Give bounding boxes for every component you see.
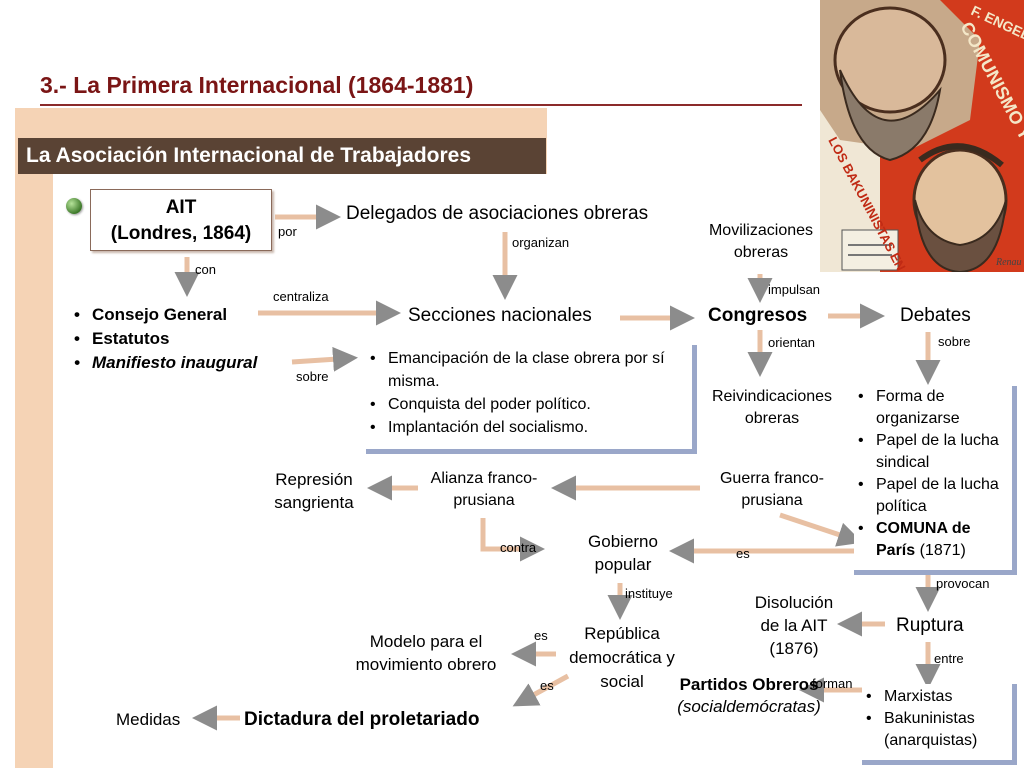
title-rule bbox=[40, 104, 802, 106]
ruptura-list-item: Marxistas bbox=[862, 686, 1012, 708]
label-instituye: instituye bbox=[625, 586, 673, 601]
label-es-3: es bbox=[540, 678, 554, 693]
ruptura-list-item: Bakuninistas (anarquistas) bbox=[862, 708, 1012, 752]
node-movilizaciones: Movilizaciones obreras bbox=[708, 222, 814, 261]
sobre-list-item: Emancipación de la clase obrera por sí m… bbox=[366, 347, 692, 393]
label-por: por bbox=[278, 224, 297, 239]
label-centraliza: centraliza bbox=[273, 289, 329, 304]
debates-box: Forma de organizarse Papel de la lucha s… bbox=[854, 386, 1017, 575]
node-delegados: Delegados de asociaciones obreras bbox=[346, 203, 649, 224]
subtitle-bar: La Asociación Internacional de Trabajado… bbox=[18, 138, 546, 174]
ait-list: Consejo General Estatutos Manifiesto ina… bbox=[70, 303, 257, 375]
node-alianza: Alianza franco-prusiana bbox=[430, 470, 538, 509]
poster-art: F. ENGELS COMUNISMO Y BAKUNINISMO LOS BA… bbox=[820, 0, 1024, 272]
label-sobre-2: sobre bbox=[938, 334, 971, 349]
node-modelo: Modelo para el movimiento obrero bbox=[355, 632, 497, 674]
label-con: con bbox=[195, 262, 216, 277]
left-accent-bar bbox=[15, 108, 53, 768]
label-organizan: organizan bbox=[512, 235, 570, 250]
label-impulsan: impulsan bbox=[768, 282, 821, 297]
arrow-alianza-gobierno bbox=[480, 518, 545, 562]
ait-list-item: Estatutos bbox=[70, 327, 257, 351]
node-represion: Represión sangrienta bbox=[274, 470, 354, 512]
ait-list-item: Consejo General bbox=[70, 303, 257, 327]
ait-subtitle: (Londres, 1864) bbox=[110, 223, 252, 244]
node-debates: Debates bbox=[900, 305, 971, 326]
debates-list-item: Papel de la lucha sindical bbox=[854, 430, 1012, 474]
debates-list-item-comuna: COMUNA de París (1871) bbox=[854, 518, 1012, 562]
ait-title: AIT bbox=[165, 197, 197, 218]
arrow-republica-dictadura bbox=[512, 673, 570, 707]
ruptura-list: Marxistas Bakuninistas (anarquistas) bbox=[862, 684, 1012, 752]
sobre-box: Emancipación de la clase obrera por sí m… bbox=[366, 345, 697, 454]
arrow-guerra-comuna bbox=[779, 512, 863, 547]
bullet-ball-icon bbox=[66, 198, 82, 214]
arrow-manifiesto-sobre bbox=[291, 346, 358, 372]
poster-signature-text: Renau bbox=[995, 257, 1022, 268]
comuna-year: (1871) bbox=[919, 542, 966, 559]
sobre-list-item: Conquista del poder político. bbox=[366, 393, 692, 416]
node-gobierno: Gobierno popular bbox=[588, 532, 658, 574]
label-orientan: orientan bbox=[768, 335, 815, 350]
debates-list-item: Forma de organizarse bbox=[854, 386, 1012, 430]
label-provocan: provocan bbox=[936, 576, 990, 591]
ruptura-box: Marxistas Bakuninistas (anarquistas) bbox=[862, 684, 1017, 765]
node-secciones: Secciones nacionales bbox=[408, 305, 592, 326]
page-title: 3.- La Primera Internacional (1864-1881) bbox=[40, 72, 474, 98]
label-contra: contra bbox=[500, 540, 537, 555]
ait-list-item: Manifiesto inaugural bbox=[70, 351, 257, 375]
partidos-title: Partidos Obreros bbox=[679, 675, 819, 694]
node-dictadura: Dictadura del proletariado bbox=[244, 709, 480, 730]
label-es-2: es bbox=[534, 628, 548, 643]
debates-list: Forma de organizarse Papel de la lucha s… bbox=[854, 386, 1012, 562]
ait-box: AIT (Londres, 1864) bbox=[90, 189, 272, 251]
node-medidas: Medidas bbox=[116, 710, 181, 729]
label-forman: forman bbox=[812, 676, 853, 691]
node-disolucion: Disolución de la AIT (1876) bbox=[754, 593, 834, 658]
sobre-list-item: Implantación del socialismo. bbox=[366, 416, 692, 439]
node-congresos: Congresos bbox=[708, 305, 808, 326]
node-partidos: Partidos Obreros (socialdemócratas) bbox=[664, 674, 834, 718]
label-es-1: es bbox=[736, 546, 750, 561]
partidos-subtitle: (socialdemócratas) bbox=[677, 697, 821, 716]
debates-list-item: Papel de la lucha política bbox=[854, 474, 1012, 518]
node-guerra: Guerra franco-prusiana bbox=[719, 470, 825, 509]
node-republica: República democrática y social bbox=[569, 624, 675, 691]
label-sobre-1: sobre bbox=[296, 369, 329, 384]
poster-illustration: F. ENGELS COMUNISMO Y BAKUNINISMO LOS BA… bbox=[820, 0, 1024, 272]
sobre-list: Emancipación de la clase obrera por sí m… bbox=[366, 345, 692, 439]
node-ruptura: Ruptura bbox=[896, 615, 964, 636]
label-entre: entre bbox=[934, 651, 964, 666]
node-reivindicaciones: Reivindicaciones obreras bbox=[711, 388, 833, 427]
comuna-label: COMUNA de París bbox=[876, 520, 971, 559]
